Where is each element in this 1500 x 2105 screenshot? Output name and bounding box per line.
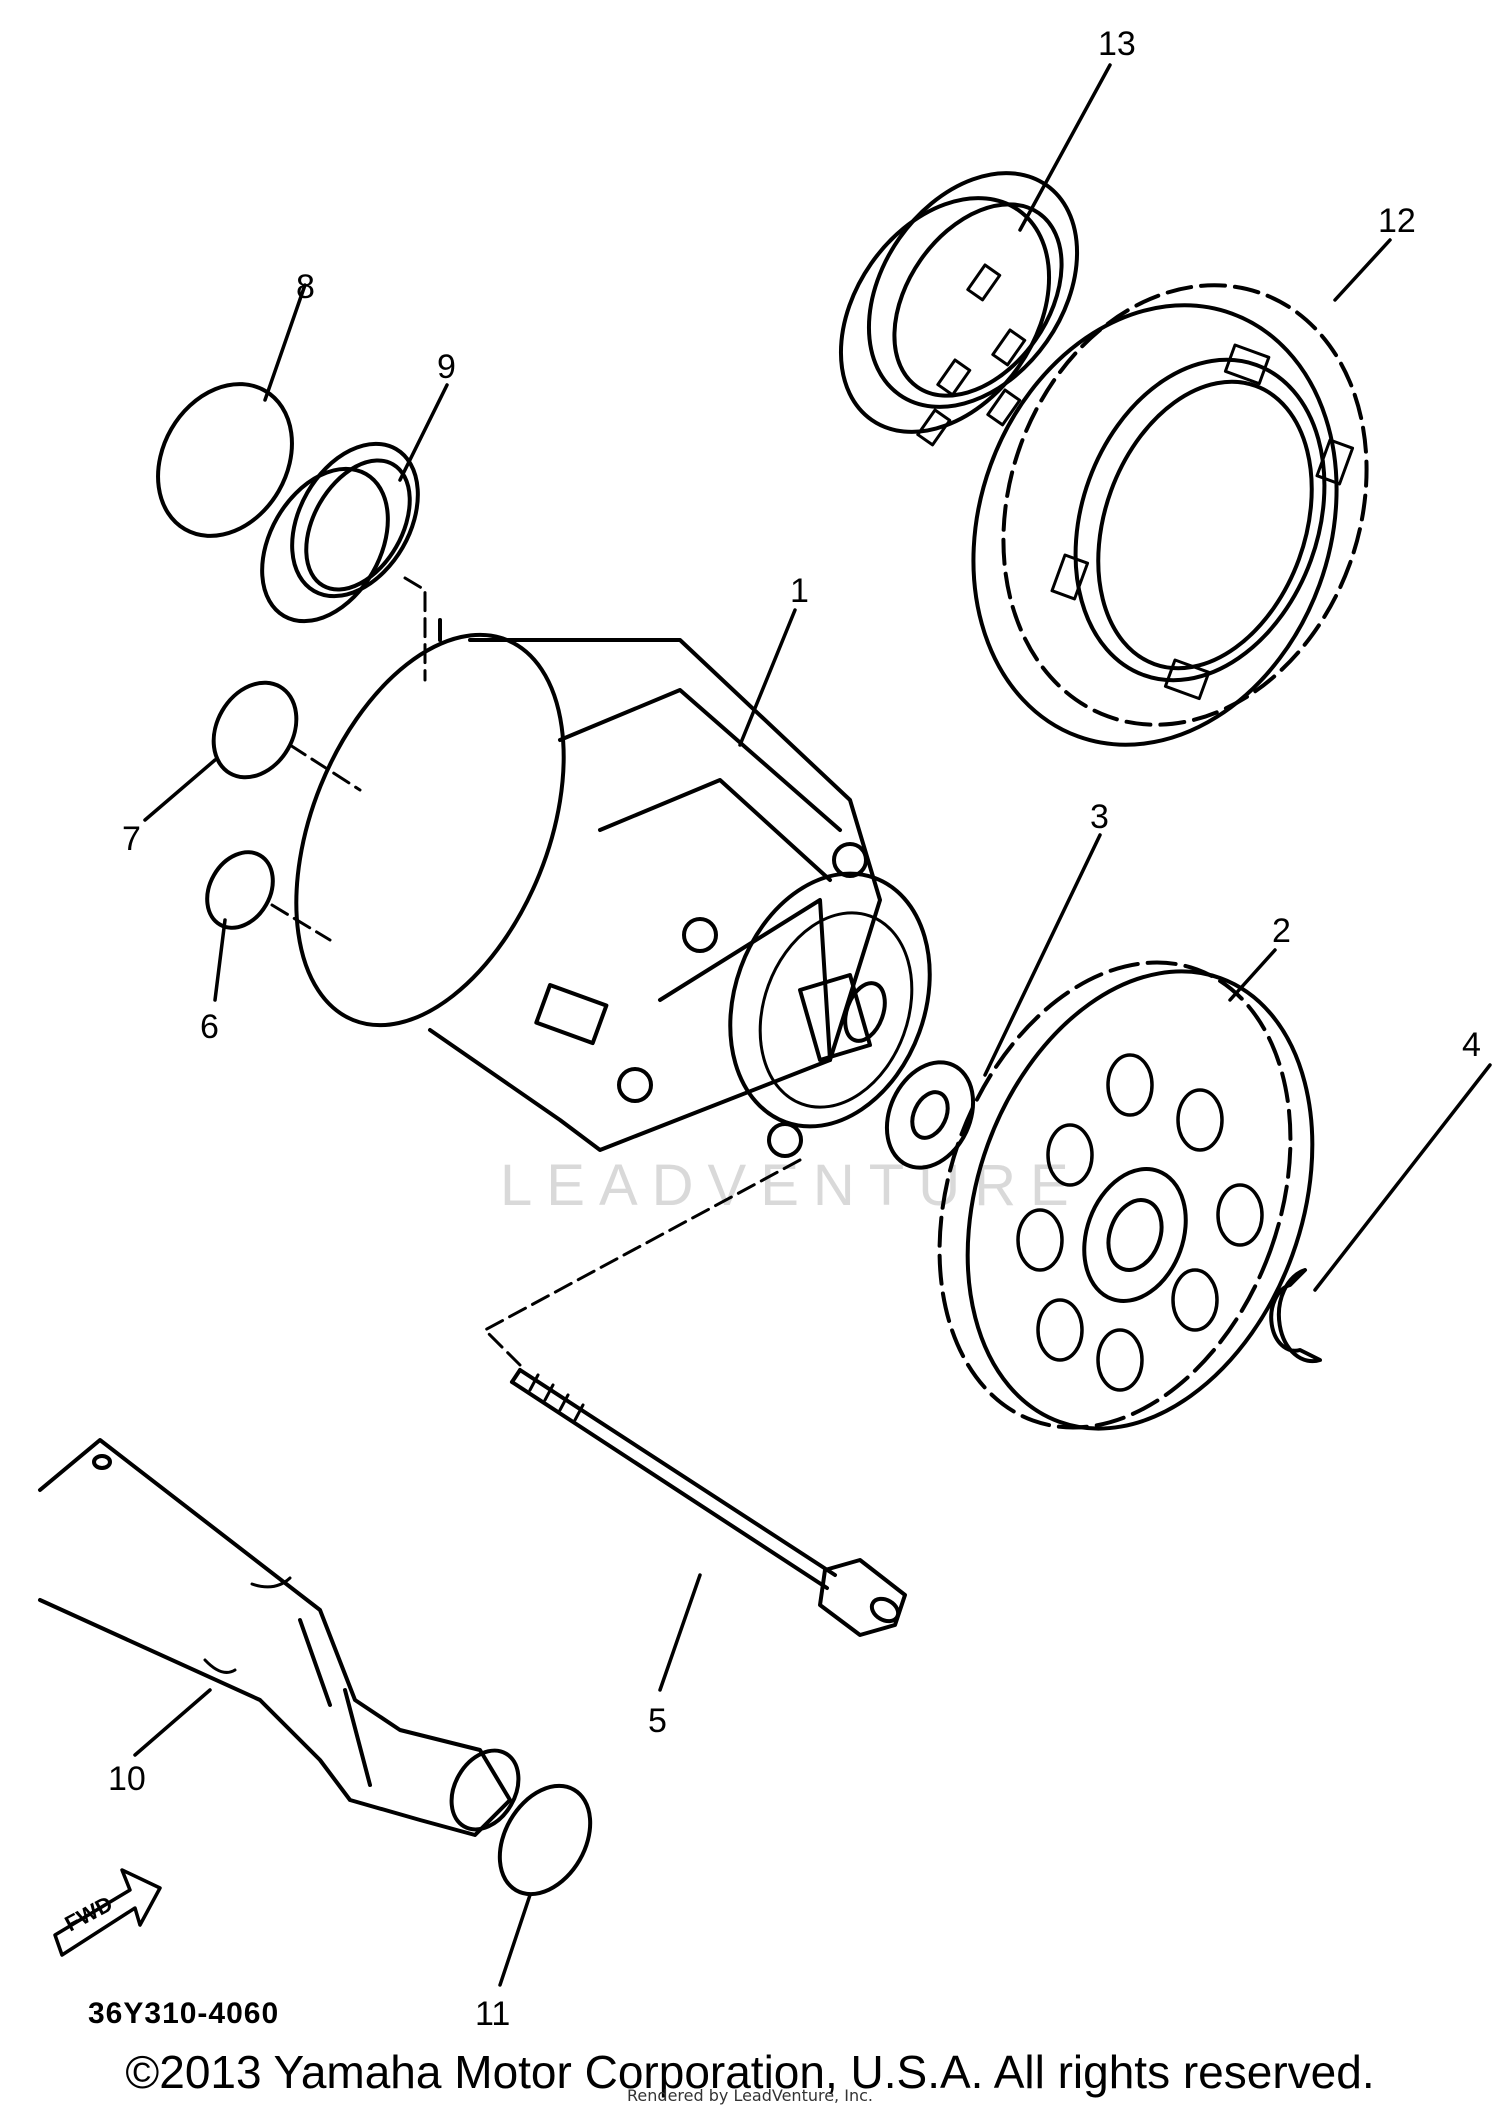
part-13-needle-bearing	[838, 171, 1080, 447]
fwd-label: FWD	[61, 1891, 117, 1937]
leader-lines	[133, 63, 1492, 1987]
part-9-bushing	[260, 441, 420, 624]
callout-13: 13	[1098, 25, 1136, 63]
part-11-o-ring	[497, 1783, 593, 1897]
watermark-text: LEADVENTURE	[500, 1153, 1083, 1218]
part-3-washer	[884, 1060, 976, 1170]
part-1-clutch-housing	[294, 618, 932, 1158]
rendered-by-notice: Rendered by LeadVenture, Inc.	[627, 2086, 873, 2105]
callout-10: 10	[108, 1760, 146, 1798]
fwd-arrow-icon: FWD	[53, 1868, 162, 1957]
callout-9: 9	[437, 348, 456, 386]
part-6-o-ring	[205, 850, 275, 930]
callout-6: 6	[200, 1008, 219, 1046]
callout-5: 5	[648, 1702, 667, 1740]
part-5-bolt	[510, 1368, 907, 1637]
part-8-o-ring	[156, 382, 294, 538]
callout-8: 8	[296, 268, 315, 306]
part-7-o-ring	[211, 680, 299, 780]
part-2-wheel-gear	[937, 960, 1315, 1431]
callout-12: 12	[1378, 202, 1416, 240]
part-4-circlip	[1269, 1268, 1322, 1364]
part-12-clutch-gear	[971, 283, 1369, 747]
part-10-shaft	[38, 1438, 521, 1837]
diagram-part-number: 36Y310-4060	[88, 1997, 280, 2030]
callout-7: 7	[122, 820, 141, 858]
callout-11: 11	[475, 1995, 510, 2033]
callout-2: 2	[1272, 912, 1291, 950]
callout-labels: 13 12 8 9 1 3 2 4 7 6 5 10 11	[108, 25, 1481, 2033]
callout-1: 1	[790, 572, 809, 610]
assembly-lines	[270, 576, 802, 1367]
callout-4: 4	[1462, 1026, 1481, 1064]
copyright-notice: ©2013 Yamaha Motor Corporation, U.S.A. A…	[125, 2046, 1375, 2098]
callout-3: 3	[1090, 798, 1109, 836]
